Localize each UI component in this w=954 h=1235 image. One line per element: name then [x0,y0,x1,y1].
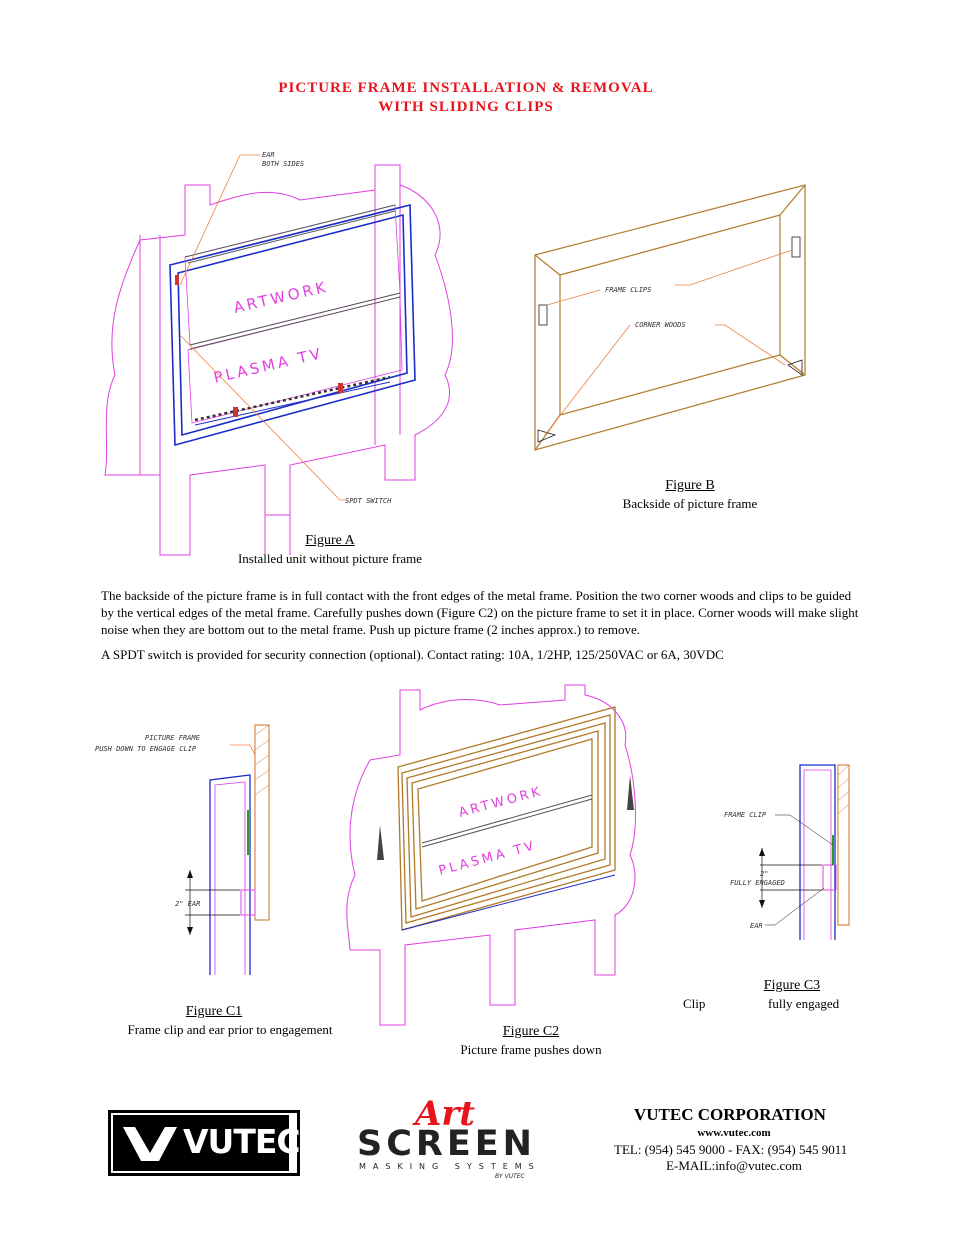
figure-c2-drawing: ARTWORK PLASMA TV [346,684,636,1026]
figure-c1-label: Figure C1 [185,1004,243,1019]
page-title-line1: PICTURE FRAME INSTALLATION & REMOVAL [278,80,654,96]
figure-a-label: Figure A [305,533,355,548]
artscreen-logo-by: BY VUTEC [495,1173,525,1180]
artscreen-logo: Art SCREEN MASKING SYSTEMS BY VUTEC [355,1094,555,1185]
figure-a-drawing: ARTWORK PLASMA TV EAR BOTH SIDES SPDT SW… [104,151,453,556]
figure-b-label: Figure B [665,478,715,493]
figure-c1-caption: Frame clip and ear prior to engagement [127,1022,333,1037]
figure-a-plasma-label: PLASMA TV [212,344,325,387]
artscreen-logo-masking: MASKING SYSTEMS [359,1162,541,1171]
figure-c1-callout2: PUSH DOWN TO ENGAGE CLIP [95,745,197,753]
figure-c2-label: Figure C2 [502,1024,560,1039]
figure-b-caption: Backside of picture frame [622,496,758,511]
figure-c1-callout1: PICTURE FRAME [145,734,201,742]
figure-b-drawing: FRAME CLIPS CORNER WOODS [534,184,806,451]
figure-a-caption: Installed unit without picture frame [237,551,423,566]
figure-a-artwork-label: ARTWORK [232,278,330,317]
company-email[interactable]: E-MAIL:info@vutec.com [666,1158,802,1173]
figure-c3-callout-ear: EAR [750,922,763,930]
figure-c2-caption: Picture frame pushes down [460,1042,602,1057]
vutec-logo: VUTEC [108,1110,301,1176]
instructions-paragraph: The backside of the picture frame is in … [101,588,859,637]
figure-c3-dim1: 2" [760,870,768,878]
figure-a-callout-switch: SPDT SWITCH [345,497,392,505]
page-title-line2: WITH SLIDING CLIPS [378,99,554,115]
vutec-logo-text: VUTEC [183,1122,301,1161]
figure-c1-drawing: 2" EAR PICTURE FRAME PUSH DOWN TO ENGAGE… [95,724,270,975]
figure-a-callout-ear: EAR [262,151,275,159]
company-phone: TEL: (954) 545 9000 - FAX: (954) 545 901… [614,1142,848,1157]
artscreen-logo-screen: SCREEN [357,1124,536,1164]
figure-b-callout-clips: FRAME CLIPS [605,286,651,294]
figure-c1-dim: 2" EAR [175,900,200,908]
figure-a-callout-ear2: BOTH SIDES [262,160,304,168]
figure-c3-caption-left: Clip [683,996,706,1011]
artscreen-logo-art: Art [415,1094,475,1134]
figure-b-callout-woods: CORNER WOODS [635,321,686,329]
figure-c3-callout-clip: FRAME CLIP [724,811,767,819]
company-name: VUTEC CORPORATION [634,1105,826,1124]
switch-paragraph: A SPDT switch is provided for security c… [101,647,724,662]
figure-c2-artwork-label: ARTWORK [457,784,545,821]
figure-c3-label: Figure C3 [763,978,821,993]
figure-c3-caption-right: fully engaged [768,996,840,1011]
figure-c2-plasma-label: PLASMA TV [437,838,538,879]
figure-c3-dim2: FULLY ENGAGED [730,879,785,887]
company-website[interactable]: www.vutec.com [697,1127,771,1139]
figure-c3-drawing: FRAME CLIP 2" FULLY ENGAGED EAR [724,764,850,940]
